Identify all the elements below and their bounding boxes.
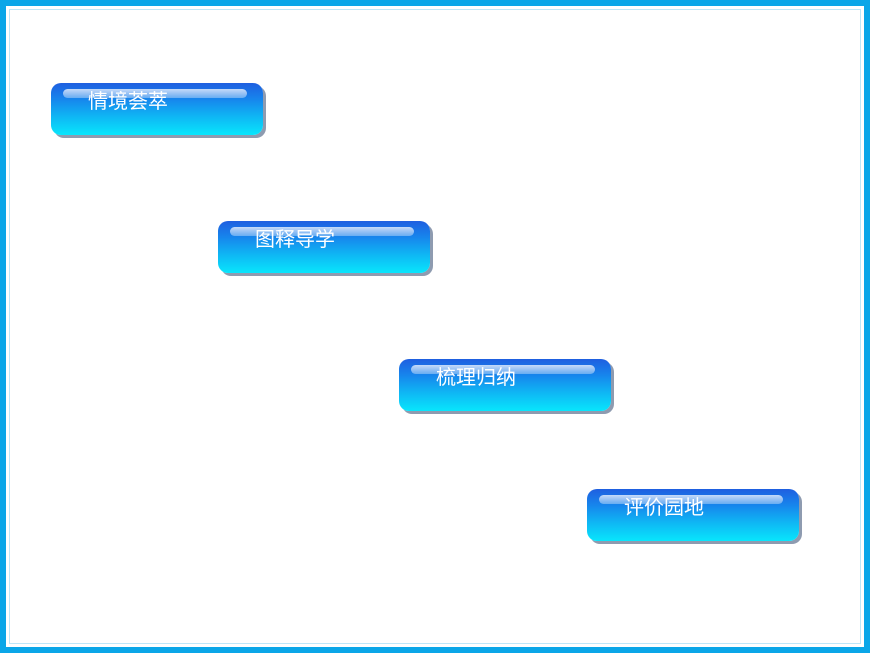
button-gloss bbox=[411, 365, 595, 374]
menu-button-label: 图释导学 bbox=[255, 227, 335, 251]
menu-button-label: 梳理归纳 bbox=[436, 365, 516, 389]
menu-button-scenario-collection[interactable]: 情境荟萃 bbox=[51, 83, 263, 135]
button-gloss bbox=[63, 89, 247, 98]
menu-button-label: 情境荟萃 bbox=[88, 89, 168, 113]
menu-button-evaluation[interactable]: 评价园地 bbox=[587, 489, 799, 541]
menu-button-illustrated-guide[interactable]: 图释导学 bbox=[218, 221, 430, 273]
button-gloss bbox=[599, 495, 783, 504]
menu-button-summary[interactable]: 梳理归纳 bbox=[399, 359, 611, 411]
menu-button-label: 评价园地 bbox=[624, 495, 704, 519]
button-gloss bbox=[230, 227, 414, 236]
